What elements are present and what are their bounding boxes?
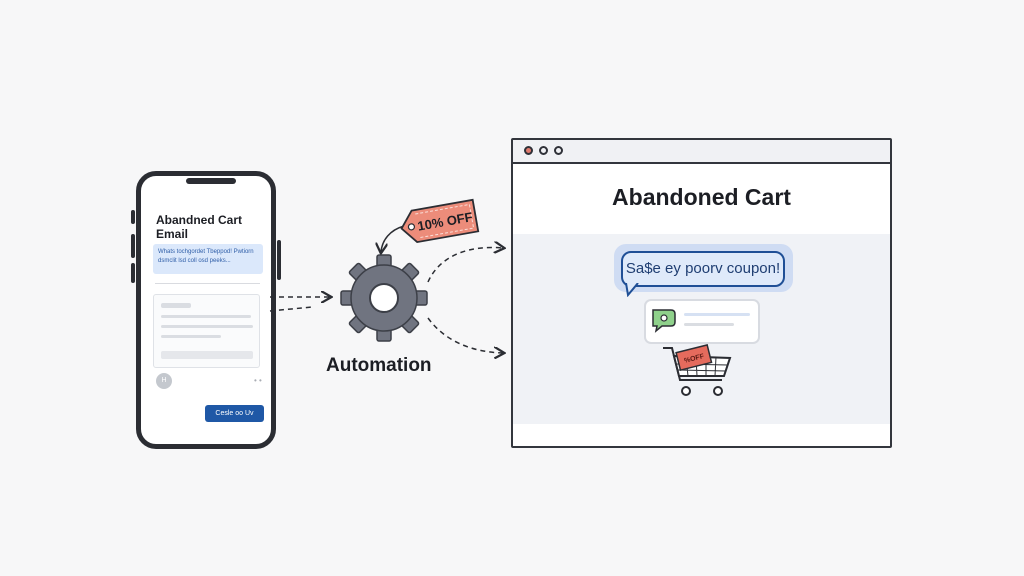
email-divider <box>155 283 260 284</box>
gear-icon <box>340 254 428 342</box>
phone-side-button <box>131 234 135 258</box>
phone-side-button <box>131 210 135 224</box>
phone-side-button <box>131 263 135 283</box>
maximize-dot-icon[interactable] <box>554 146 563 155</box>
card-line <box>161 303 191 308</box>
cart-tag-label: %OFF <box>684 353 706 365</box>
email-content-card <box>153 294 260 368</box>
card-line <box>684 313 750 316</box>
browser-page-title: Abandoned Cart <box>612 184 791 210</box>
card-line <box>161 351 253 359</box>
arrow-gear-to-browser-bottom <box>427 317 503 353</box>
email-highlight-text: Whats tochgordet Tbeppod! Pwtiorn dsmcli… <box>153 244 263 274</box>
arrow-tag-to-gear <box>381 225 405 252</box>
automation-label: Automation <box>326 355 432 376</box>
bubble-tail-icon <box>625 283 639 297</box>
phone-notch <box>186 178 236 184</box>
close-dot-icon[interactable] <box>524 146 533 155</box>
browser-titlebar <box>513 140 890 164</box>
card-line <box>684 323 734 326</box>
card-line <box>161 335 221 338</box>
minimize-dot-icon[interactable] <box>539 146 548 155</box>
email-title: Abandned Cart Email <box>156 213 243 241</box>
arrow-phone-to-gear-secondary <box>269 306 313 312</box>
card-line <box>161 315 251 318</box>
avatar: H <box>156 373 172 389</box>
coupon-message-bubble: Sa$e ey poorv coupon! <box>621 251 785 287</box>
phone-power-button <box>277 240 281 280</box>
cta-button[interactable]: Cesle oo Uv <box>205 405 264 422</box>
message-card <box>644 299 760 344</box>
arrow-gear-to-browser-top <box>427 247 503 283</box>
chat-icon <box>652 309 676 333</box>
coupon-tag-icon: 10% OFF <box>400 198 480 244</box>
phone-dots: • • <box>254 376 262 385</box>
card-line <box>161 325 253 328</box>
shopping-cart-icon: %OFF <box>663 344 732 396</box>
